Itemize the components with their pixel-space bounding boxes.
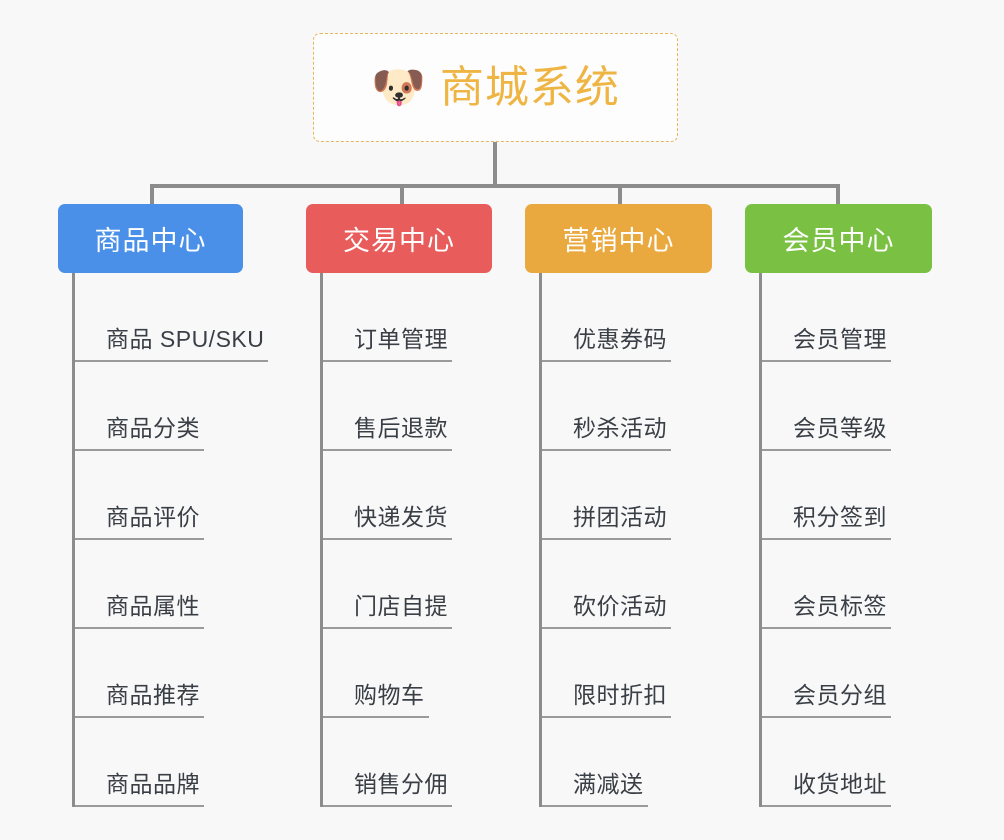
leaf-label: 收货地址: [793, 771, 887, 797]
connector-drop-3: [618, 184, 622, 206]
list-item[interactable]: 购物车: [323, 629, 506, 718]
category-header-product-center[interactable]: 商品中心: [58, 204, 243, 273]
category-label: 交易中心: [343, 226, 455, 256]
root-node-label: 商城系统: [439, 62, 620, 112]
list-item[interactable]: 秒杀活动: [542, 362, 725, 451]
category-header-marketing-center[interactable]: 营销中心: [525, 204, 712, 273]
branch-product-center: 商品中心 商品 SPU/SKU 商品分类 商品评价 商品属性 商品推荐 商品品牌: [58, 204, 290, 807]
leaf-list-member-center: 会员管理 会员等级 积分签到 会员标签 会员分组 收货地址: [759, 273, 945, 807]
category-header-member-center[interactable]: 会员中心: [745, 204, 932, 273]
leaf-list-product-center: 商品 SPU/SKU 商品分类 商品评价 商品属性 商品推荐 商品品牌: [72, 273, 290, 807]
leaf-label: 商品评价: [106, 504, 200, 530]
list-item[interactable]: 限时折扣: [542, 629, 725, 718]
leaf-label: 订单管理: [354, 326, 448, 352]
branch-trade-center: 交易中心 订单管理 售后退款 快递发货 门店自提 购物车 销售分佣: [306, 204, 506, 807]
leaf-label: 拼团活动: [573, 504, 667, 530]
list-item[interactable]: 商品分类: [75, 362, 290, 451]
leaf-label: 购物车: [354, 682, 425, 708]
list-item[interactable]: 售后退款: [323, 362, 506, 451]
list-item[interactable]: 砍价活动: [542, 540, 725, 629]
list-item[interactable]: 商品 SPU/SKU: [75, 273, 290, 362]
leaf-list-trade-center: 订单管理 售后退款 快递发货 门店自提 购物车 销售分佣: [320, 273, 506, 807]
list-item[interactable]: 商品品牌: [75, 718, 290, 807]
leaf-label: 快递发货: [354, 504, 448, 530]
list-item[interactable]: 快递发货: [323, 451, 506, 540]
category-label: 营销中心: [562, 226, 675, 256]
leaf-label: 门店自提: [354, 593, 448, 619]
connector-horizontal-bus: [150, 184, 840, 188]
leaf-label: 商品品牌: [106, 771, 200, 797]
leaf-label: 秒杀活动: [573, 415, 667, 441]
leaf-label: 优惠券码: [573, 326, 667, 352]
list-item[interactable]: 销售分佣: [323, 718, 506, 807]
connector-root-stem: [493, 142, 497, 186]
leaf-label: 售后退款: [354, 415, 448, 441]
list-item[interactable]: 商品推荐: [75, 629, 290, 718]
leaf-label: 满减送: [573, 771, 644, 797]
leaf-label: 会员标签: [793, 593, 887, 619]
leaf-label: 会员分组: [793, 682, 887, 708]
category-header-trade-center[interactable]: 交易中心: [306, 204, 492, 273]
category-label: 会员中心: [782, 226, 895, 256]
leaf-label: 商品推荐: [106, 682, 200, 708]
shiba-dog-face-icon: 🐶: [371, 62, 426, 112]
list-item[interactable]: 优惠券码: [542, 273, 725, 362]
list-item[interactable]: 订单管理: [323, 273, 506, 362]
leaf-list-marketing-center: 优惠券码 秒杀活动 拼团活动 砍价活动 限时折扣 满减送: [539, 273, 725, 807]
list-item[interactable]: 会员等级: [762, 362, 945, 451]
list-item[interactable]: 满减送: [542, 718, 725, 807]
branch-member-center: 会员中心 会员管理 会员等级 积分签到 会员标签 会员分组 收货地址: [745, 204, 945, 807]
leaf-label: 商品属性: [106, 593, 200, 619]
list-item[interactable]: 拼团活动: [542, 451, 725, 540]
list-item[interactable]: 会员分组: [762, 629, 945, 718]
leaf-label: 商品 SPU/SKU: [106, 326, 265, 352]
category-label: 商品中心: [94, 226, 207, 256]
list-item[interactable]: 门店自提: [323, 540, 506, 629]
list-item[interactable]: 积分签到: [762, 451, 945, 540]
connector-drop-4: [836, 184, 840, 206]
leaf-label: 积分签到: [793, 504, 887, 530]
leaf-label: 限时折扣: [573, 682, 667, 708]
list-item[interactable]: 商品评价: [75, 451, 290, 540]
list-item[interactable]: 商品属性: [75, 540, 290, 629]
leaf-label: 会员等级: [793, 415, 887, 441]
leaf-label: 销售分佣: [354, 771, 448, 797]
branch-marketing-center: 营销中心 优惠券码 秒杀活动 拼团活动 砍价活动 限时折扣 满减送: [525, 204, 725, 807]
connector-drop-2: [400, 184, 404, 206]
list-item[interactable]: 收货地址: [762, 718, 945, 807]
list-item[interactable]: 会员标签: [762, 540, 945, 629]
list-item[interactable]: 会员管理: [762, 273, 945, 362]
leaf-label: 砍价活动: [573, 593, 667, 619]
root-node-shop-system[interactable]: 🐶 商城系统: [313, 33, 678, 142]
connector-drop-1: [150, 184, 154, 206]
leaf-label: 会员管理: [793, 326, 887, 352]
leaf-label: 商品分类: [106, 415, 200, 441]
